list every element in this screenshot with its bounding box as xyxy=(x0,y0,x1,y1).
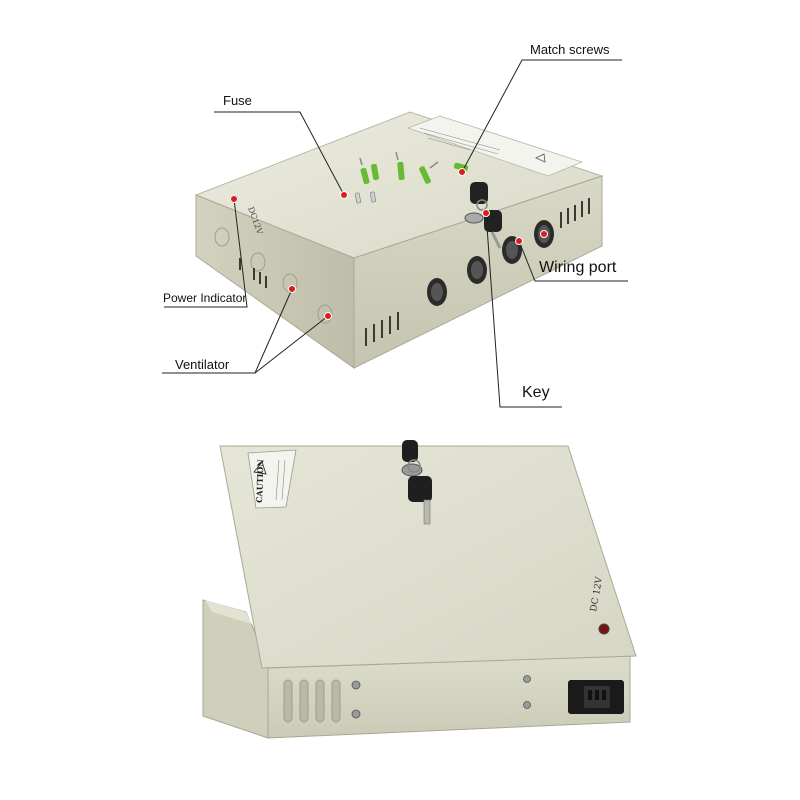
base-screws xyxy=(351,675,531,719)
label-match-screws: Match screws xyxy=(530,42,610,57)
enclosure-left-face xyxy=(195,194,355,369)
caution-triangle-icon xyxy=(535,153,546,163)
lock-cylinder xyxy=(464,212,484,224)
label-ventilator: Ventilator xyxy=(175,357,230,372)
power-socket xyxy=(568,680,624,714)
power-indicator-led-bottom xyxy=(598,623,610,635)
base-vent-slots xyxy=(283,679,341,723)
callout-dots xyxy=(230,168,548,320)
label-key: Key xyxy=(522,384,550,401)
closed-enclosure: DC12V xyxy=(194,111,604,369)
label-wiring-port: Wiring port xyxy=(539,259,617,276)
lid-face xyxy=(219,445,637,669)
key-bottom xyxy=(401,440,432,525)
top-label-sticker xyxy=(406,115,584,177)
label-fuse: Fuse xyxy=(223,93,252,108)
fuse-pair xyxy=(355,191,376,204)
open-enclosure: CAUTION DC 12V xyxy=(202,440,637,739)
warning-triangle-icon xyxy=(253,461,267,475)
callout-lines xyxy=(162,59,628,408)
vent-slots xyxy=(239,198,590,346)
match-screws-plugs xyxy=(359,151,469,185)
caution-label: CAUTION xyxy=(254,459,266,503)
label-power-indicator: Power Indicator xyxy=(163,291,247,305)
